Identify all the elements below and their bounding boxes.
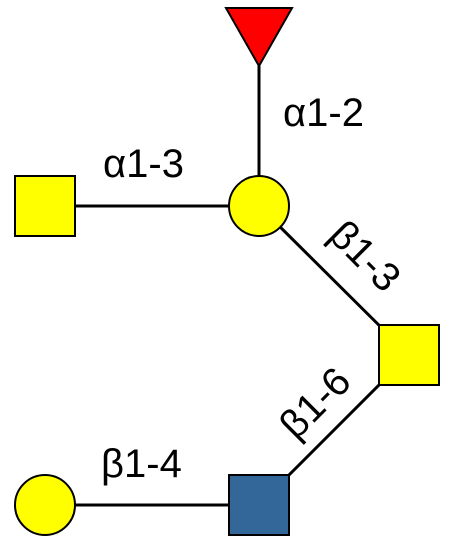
- glcnac-square-icon: [228, 474, 290, 536]
- galnac-right-square-icon: [378, 324, 440, 386]
- galnac-left-square-icon: [14, 175, 76, 237]
- linkage-label-b1-4: β1-4: [101, 442, 182, 486]
- galactose-bottom-circle-icon: [14, 474, 76, 536]
- linkage-label-a1-3: α1-3: [103, 142, 184, 186]
- linkage-label-b1-6: β1-6: [271, 359, 359, 447]
- galactose-circle-icon: [228, 175, 290, 237]
- linkage-label-a1-2: α1-2: [283, 91, 364, 135]
- linkage-label-b1-3: β1-3: [321, 212, 409, 300]
- fucose-triangle-icon: [224, 7, 294, 69]
